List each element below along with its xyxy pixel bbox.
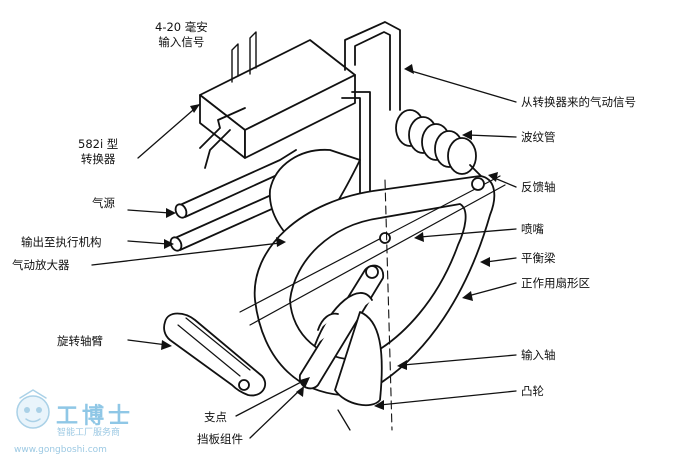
transducer-label: 582i 型 转换器 bbox=[78, 137, 118, 167]
arrow-heads bbox=[161, 64, 498, 410]
input-signal-line2: 输入信号 bbox=[158, 35, 205, 49]
feedback-shaft-label: 反馈轴 bbox=[521, 180, 556, 194]
signal-tubing bbox=[341, 21, 401, 201]
bellows bbox=[395, 109, 486, 181]
flapper-arm bbox=[299, 232, 391, 390]
signal-from-transducer-label: 从转换器来的气动信号 bbox=[521, 95, 636, 109]
flapper-assembly-label: 挡板组件 bbox=[197, 432, 243, 446]
input-shaft-centerline bbox=[384, 179, 393, 431]
input-wires bbox=[231, 31, 257, 83]
direct-acting-quadrant-label: 正作用扇形区 bbox=[521, 276, 590, 290]
input-shaft-label: 输入轴 bbox=[521, 348, 556, 362]
transducer-line1: 582i 型 bbox=[78, 137, 119, 151]
balance-beam-label: 平衡梁 bbox=[521, 251, 556, 265]
pivot-label: 支点 bbox=[204, 410, 227, 424]
input-signal-line1: 4-20 毫安 bbox=[155, 20, 208, 34]
cam bbox=[334, 311, 383, 407]
nozzle-label: 喷嘴 bbox=[521, 222, 544, 236]
transducer-box bbox=[199, 39, 356, 159]
leader-lines bbox=[91, 69, 517, 439]
watermark-subtitle: 智能工厂服务商 bbox=[57, 428, 121, 438]
pneumatic-amplifier-label: 气动放大器 bbox=[12, 258, 70, 272]
bellows-label: 波纹管 bbox=[521, 130, 556, 144]
rotating-shaft-arm-label: 旋转轴臂 bbox=[57, 334, 103, 348]
watermark-url: www.gongboshi.com bbox=[14, 445, 107, 455]
air-supply-label: 气源 bbox=[92, 196, 115, 210]
watermark-title: 工博士 bbox=[56, 403, 135, 429]
cam-label: 凸轮 bbox=[521, 384, 544, 398]
shaft-arm bbox=[163, 312, 267, 397]
output-to-actuator-label: 输出至执行机构 bbox=[21, 235, 102, 249]
watermark-mascot-icon bbox=[16, 389, 50, 429]
transducer-line2: 转换器 bbox=[80, 152, 116, 166]
input-signal-label: 4-20 毫安 输入信号 bbox=[155, 20, 208, 50]
